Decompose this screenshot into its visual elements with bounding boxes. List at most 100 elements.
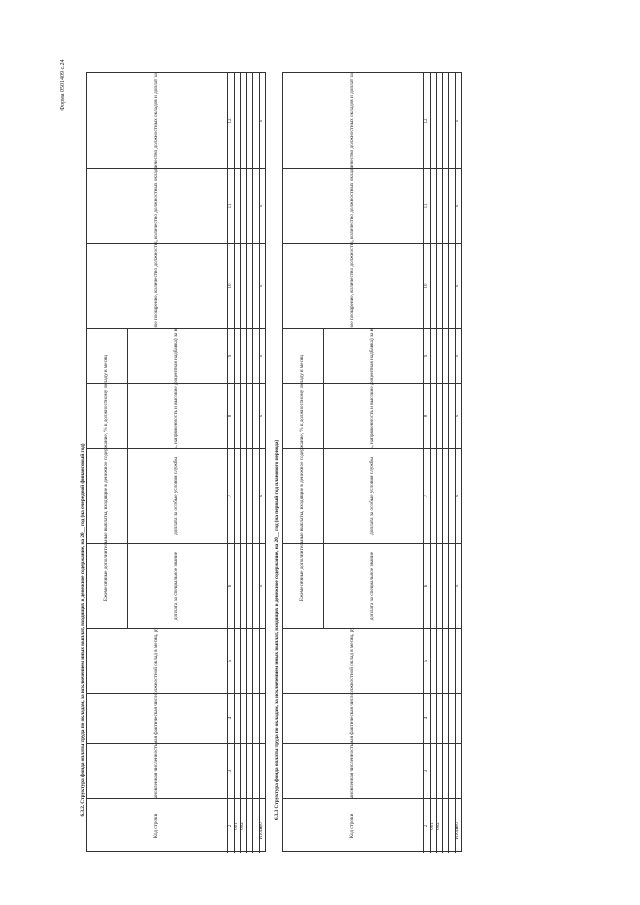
row-rule: [455, 73, 456, 853]
header-code: Код строки: [153, 813, 160, 838]
marker: x: [455, 354, 461, 357]
column-rule: [87, 243, 265, 244]
row-rule: [442, 73, 443, 853]
column-number: 10: [423, 283, 429, 288]
column-rule: [283, 743, 461, 744]
column-rule: [87, 743, 265, 744]
column-rule: [283, 383, 461, 384]
header-monthly-group: Ежемесячные дополнительные выплаты, вход…: [299, 354, 306, 602]
row-rule: [227, 73, 228, 853]
header-bonus: ежемесячное денежное поощрение, количест…: [87, 243, 227, 328]
column-rule: [87, 328, 265, 329]
column-number: 3: [227, 769, 233, 772]
column-rule: [87, 168, 265, 169]
column-rule: [283, 693, 461, 694]
marker: x: [259, 119, 265, 122]
header-seniority: доплата (процентная надбавка) за выслугу…: [369, 328, 376, 383]
column-number: 12: [423, 118, 429, 123]
table-2-heading: 6.3.3 Структура фонда оплаты труда по ок…: [274, 439, 280, 821]
row-rule: [246, 73, 247, 853]
marker: x: [455, 284, 461, 287]
row-rule: [448, 73, 449, 853]
row-rule: [252, 73, 253, 853]
row-rule: [259, 73, 260, 853]
column-number: 12: [227, 118, 233, 123]
row-rule: [430, 73, 431, 853]
marker: x: [259, 494, 265, 497]
header-staff: Установленная численность, ед: [153, 743, 160, 798]
header-monthly-group: Ежемесячные дополнительные выплаты, вход…: [103, 354, 110, 602]
header-actual: Планируемая фактическая численность, ед: [153, 693, 160, 743]
column-rule: [283, 243, 461, 244]
column-rule: [87, 693, 265, 694]
payroll-table-1: материальная помощь, количество должност…: [86, 72, 266, 853]
header-actual: Планируемая фактическая численность, ед: [349, 693, 356, 743]
column-number: 3: [423, 769, 429, 772]
column-number: 9: [227, 354, 233, 357]
header-salary: Должностной оклад в месяц, руб: [349, 628, 356, 693]
header-annual: премия по итогам службы за квартал и за …: [87, 168, 227, 243]
column-rule: [283, 328, 461, 329]
header-aid: материальная помощь, количество должност…: [283, 73, 423, 168]
header-aid: материальная помощь, количество должност…: [87, 73, 227, 168]
marker: x: [259, 354, 265, 357]
marker: x: [259, 414, 265, 417]
column-rule: [87, 383, 265, 384]
header-staff: Установленная численность, ед: [349, 743, 356, 798]
header-special: доплата за особые условия службы: [369, 456, 376, 535]
row-code: 002: [436, 821, 442, 830]
column-rule: [87, 448, 265, 449]
header-special: доплата за особые условия службы: [173, 456, 180, 535]
column-number: 11: [423, 203, 429, 208]
column-number: 5: [227, 659, 233, 662]
column-number: 7: [423, 494, 429, 497]
column-number: 2: [227, 824, 233, 827]
column-number: 8: [227, 414, 233, 417]
group-rule: [127, 328, 128, 628]
column-rule: [283, 798, 461, 799]
column-number: 11: [227, 203, 233, 208]
column-rule: [87, 543, 265, 544]
group-rule: [323, 328, 324, 628]
column-number: 7: [227, 494, 233, 497]
row-rule: [234, 73, 235, 853]
row-rule: [423, 73, 424, 853]
total-label: Итого: [259, 826, 265, 840]
header-seniority: доплата (процентная надбавка) за выслугу…: [173, 328, 180, 383]
row-rule: [240, 73, 241, 853]
marker: x: [259, 284, 265, 287]
header-bonus: ежемесячное денежное поощрение, количест…: [283, 243, 423, 328]
header-complex: доплата за сложность, напряженность и вы…: [127, 383, 227, 448]
form-code: Форма 0501409 с.24: [60, 59, 66, 111]
column-number: 10: [227, 283, 233, 288]
column-number: 8: [423, 414, 429, 417]
column-rule: [283, 448, 461, 449]
column-rule: [87, 628, 265, 629]
column-number: 5: [423, 659, 429, 662]
header-salary: Должностной оклад в месяц, руб: [153, 628, 160, 693]
marker: x: [259, 204, 265, 207]
column-number: 4: [423, 716, 429, 720]
marker: x: [455, 414, 461, 417]
header-complex: доплата за сложность, напряженность и вы…: [323, 383, 423, 448]
header-code: Код строки: [349, 813, 356, 838]
row-code: 002: [240, 821, 246, 830]
column-number: 4: [227, 716, 233, 720]
header-annual: премия по итогам службы за квартал и за …: [283, 168, 423, 243]
column-number: 2: [423, 824, 429, 827]
marker: x: [455, 119, 461, 122]
marker: x: [455, 584, 461, 587]
row-rule: [436, 73, 437, 853]
header-rank: доплата за специальное звание: [173, 551, 180, 620]
column-number: 9: [423, 354, 429, 357]
payroll-table-2: материальная помощь, количество должност…: [282, 72, 462, 853]
total-label: Итого: [455, 826, 461, 840]
marker: x: [259, 584, 265, 587]
header-rank: доплата за специальное звание: [369, 551, 376, 620]
marker: x: [455, 494, 461, 497]
column-number: 6: [227, 584, 233, 587]
column-rule: [283, 168, 461, 169]
column-rule: [87, 798, 265, 799]
marker: x: [455, 204, 461, 207]
